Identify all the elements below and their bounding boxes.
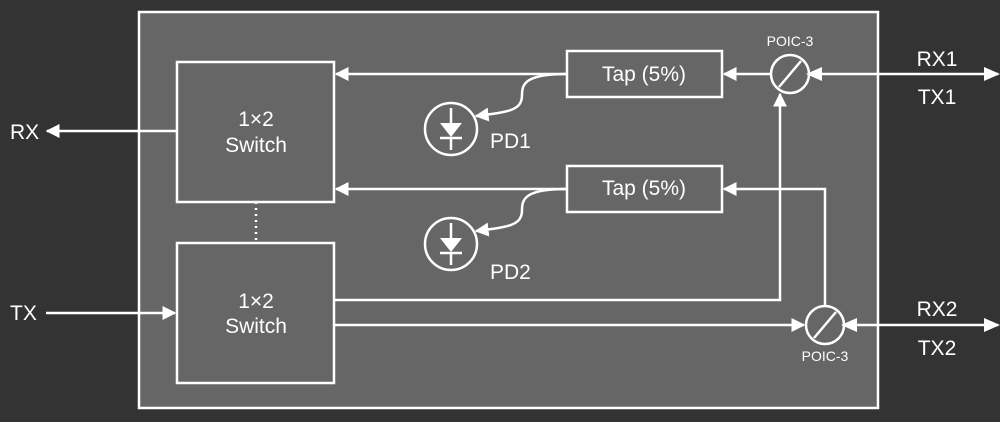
switch-lower-line2: Switch (225, 315, 287, 338)
pd2-label: PD2 (490, 261, 531, 284)
tx2-label: TX2 (918, 337, 957, 360)
circulator-top-slash (778, 60, 802, 88)
port-2-arrow-left (841, 318, 857, 332)
port-1-arrow-left (806, 67, 822, 81)
switch-lower-box (175, 241, 336, 385)
tap-lower: Tap (5%) (565, 164, 724, 214)
switch-lower: 1×2 Switch (175, 241, 336, 385)
pd1-icon (423, 101, 479, 157)
port-2-arrow-right (984, 318, 1000, 332)
tap-lower-box (565, 164, 724, 214)
circulator-top-label: POIC-3 (767, 33, 814, 49)
circ-bottom-to-tap-lower (722, 182, 827, 306)
tap-upper-box (565, 49, 724, 99)
switch-upper-line1: 1×2 (238, 108, 274, 131)
tap-lower-to-pd2 (474, 187, 568, 237)
switch-upper-box (175, 60, 336, 204)
tap-lower-label: Tap (5%) (602, 177, 686, 200)
circulator-bottom-slash (813, 311, 837, 339)
switch-upper-line2: Switch (225, 134, 287, 157)
tap-upper-to-pd1 (474, 72, 568, 122)
pd2-icon (423, 216, 479, 272)
rx2-label: RX2 (917, 298, 958, 321)
switch-lower-to-circ-top (334, 92, 787, 302)
port-1-arrow-right (984, 67, 1000, 81)
pd1-diode-triangle (440, 123, 462, 137)
rx1-label: RX1 (917, 48, 958, 71)
tx1-label: TX1 (918, 86, 957, 109)
switch-lower-line1: 1×2 (238, 290, 274, 313)
tap-upper-label: Tap (5%) (602, 63, 686, 86)
switch-upper: 1×2 Switch (175, 60, 336, 204)
pd2-diode-triangle (440, 238, 462, 252)
circulator-bottom-label: POIC-3 (802, 348, 849, 364)
tx-label: TX (10, 302, 37, 325)
photodiode-pd1: PD1 (423, 101, 531, 157)
pd1-label: PD1 (490, 130, 531, 153)
photodiode-pd2: PD2 (423, 216, 531, 284)
tap-upper: Tap (5%) (565, 49, 724, 99)
rx-label: RX (10, 121, 39, 144)
